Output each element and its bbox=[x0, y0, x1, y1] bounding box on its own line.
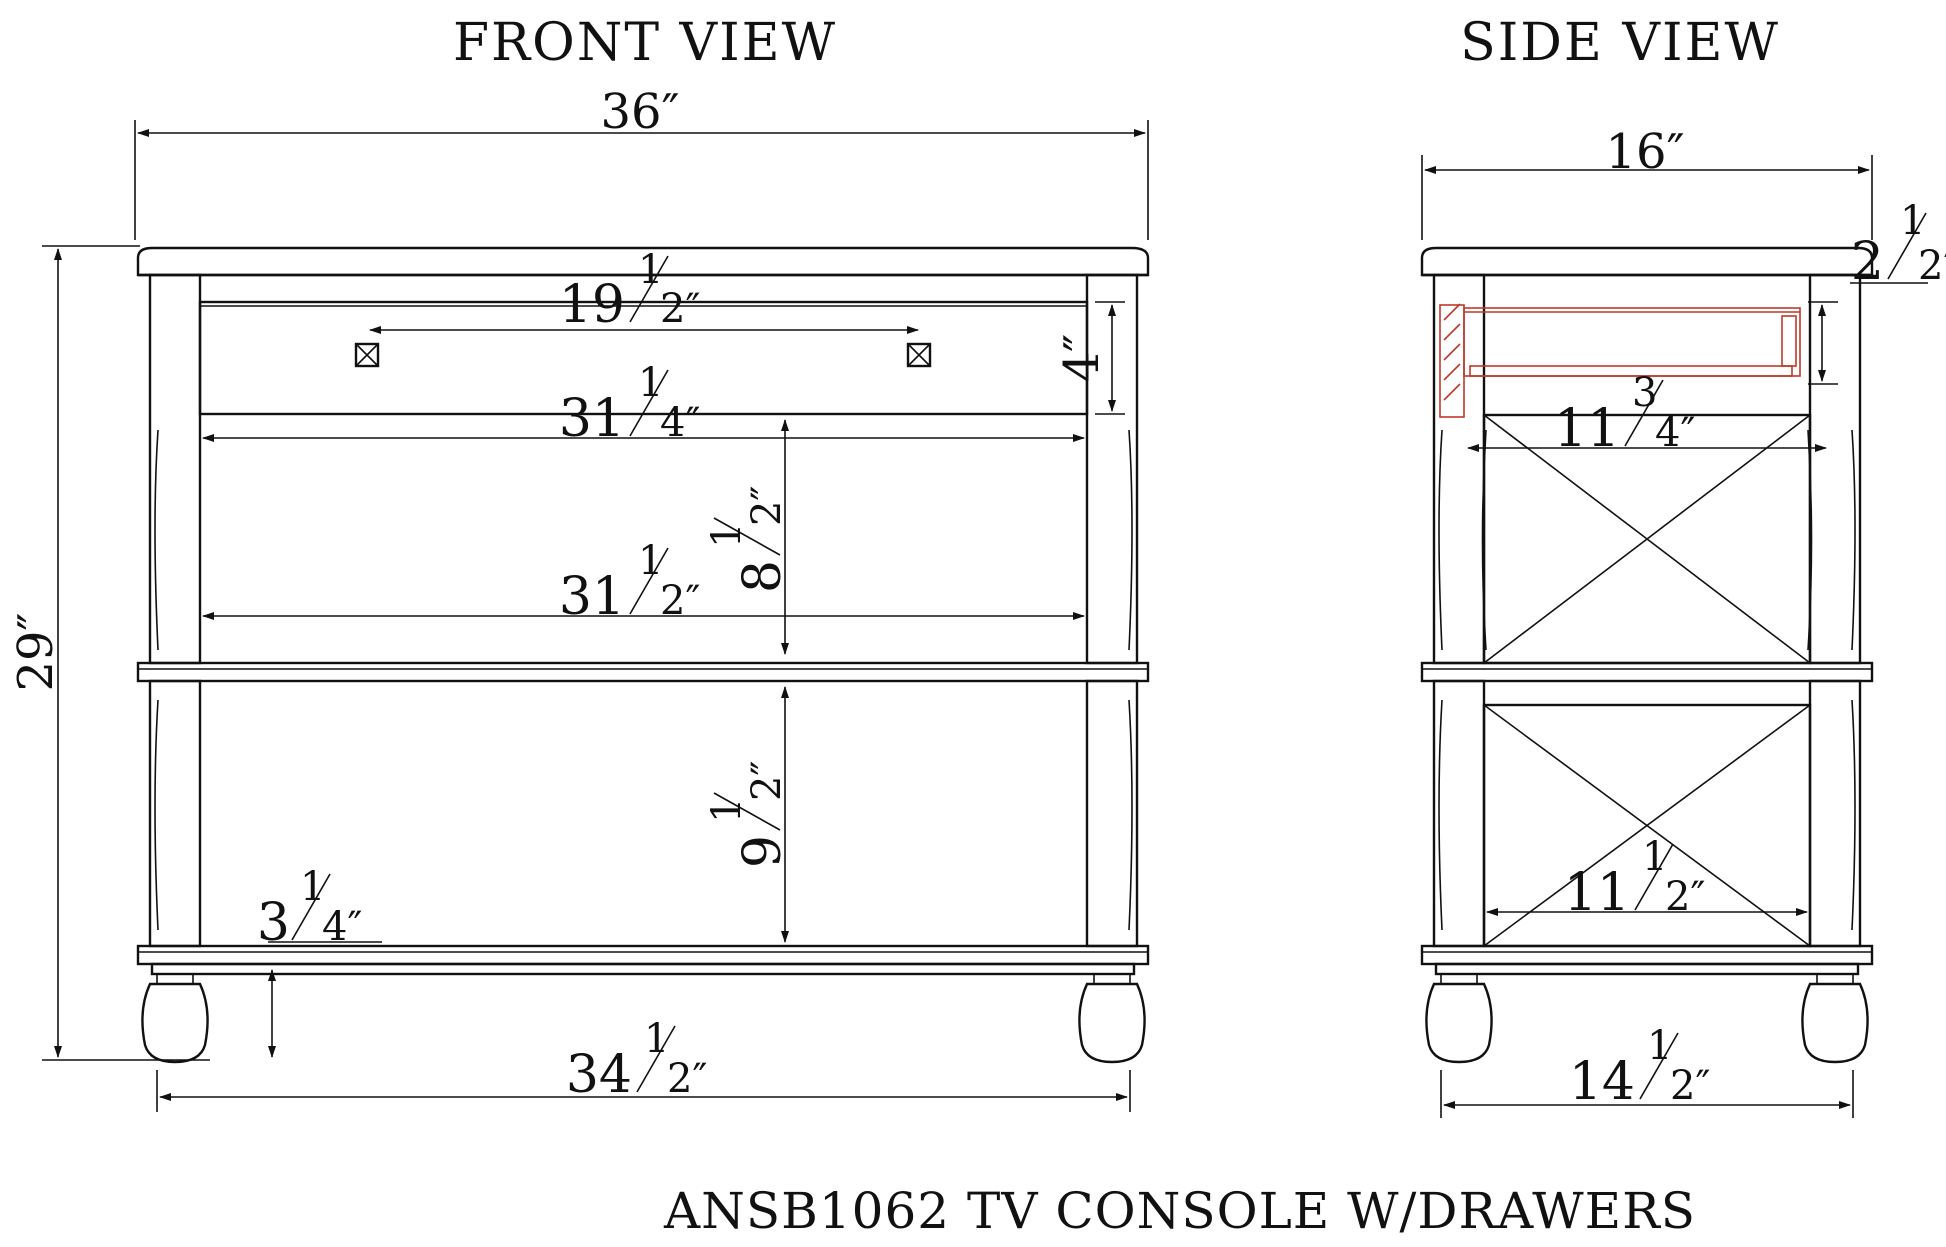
lower-open-height-den: 2″ bbox=[744, 761, 790, 801]
upper-open-height-whole: 8 bbox=[733, 560, 793, 593]
top-thickness-whole: 2 bbox=[1851, 232, 1884, 292]
shelf-upper-width-num: 1 bbox=[638, 538, 663, 584]
drawer-pull-spacing-den: 2″ bbox=[660, 286, 700, 332]
shelf-upper-width-den: 2″ bbox=[660, 578, 700, 624]
drawer-pull-spacing-whole: 19 bbox=[559, 275, 625, 335]
side-base-num: 1 bbox=[1647, 1023, 1672, 1069]
side-lower-depth-den: 2″ bbox=[1665, 874, 1705, 920]
side-lower-depth-num: 1 bbox=[1642, 834, 1667, 880]
drawer-width-den: 4″ bbox=[660, 400, 700, 446]
side-base-whole: 14 bbox=[1569, 1052, 1635, 1112]
front-height-label: 29″ bbox=[8, 612, 64, 691]
leg-clearance-num: 1 bbox=[300, 864, 325, 910]
front-view: 36″ 29″ 19 1 2″ 4″ 31 bbox=[8, 84, 1150, 1112]
drawer-width-whole: 31 bbox=[559, 389, 625, 449]
front-view-title: FRONT VIEW bbox=[453, 13, 837, 73]
drawer-section-outline bbox=[1439, 303, 1801, 418]
leg-clearance-den: 4″ bbox=[322, 904, 362, 950]
upper-open-height-den: 2″ bbox=[744, 486, 790, 526]
top-thickness-den: 2″ bbox=[1918, 243, 1946, 289]
upper-open-height-num: 1 bbox=[704, 523, 750, 548]
lower-open-height-num: 1 bbox=[704, 798, 750, 823]
drawer-height-label: 4″ bbox=[1054, 334, 1110, 382]
side-upper-depth-den: 4″ bbox=[1655, 410, 1695, 456]
side-upper-depth-whole: 11 bbox=[1554, 399, 1620, 459]
shelf-upper-width-whole: 31 bbox=[559, 567, 625, 627]
lower-open-height-whole: 9 bbox=[733, 835, 793, 868]
drawing-caption: ANSB1062 TV CONSOLE W/DRAWERS bbox=[663, 1182, 1696, 1240]
base-width-whole: 34 bbox=[566, 1045, 632, 1105]
side-upper-depth-num: 3 bbox=[1632, 370, 1657, 416]
base-width-num: 1 bbox=[644, 1016, 669, 1062]
side-lower-depth-whole: 11 bbox=[1564, 863, 1630, 923]
drawer-width-num: 1 bbox=[638, 360, 663, 406]
side-view-title: SIDE VIEW bbox=[1460, 13, 1780, 73]
side-base-den: 2″ bbox=[1670, 1063, 1710, 1109]
leg-clearance-whole: 3 bbox=[257, 893, 290, 953]
front-width-label: 36″ bbox=[600, 84, 679, 140]
side-view: 16″ 2 1 2″ 11 bbox=[1420, 124, 1946, 1118]
base-width-den: 2″ bbox=[667, 1056, 707, 1102]
side-depth-label: 16″ bbox=[1605, 124, 1684, 180]
